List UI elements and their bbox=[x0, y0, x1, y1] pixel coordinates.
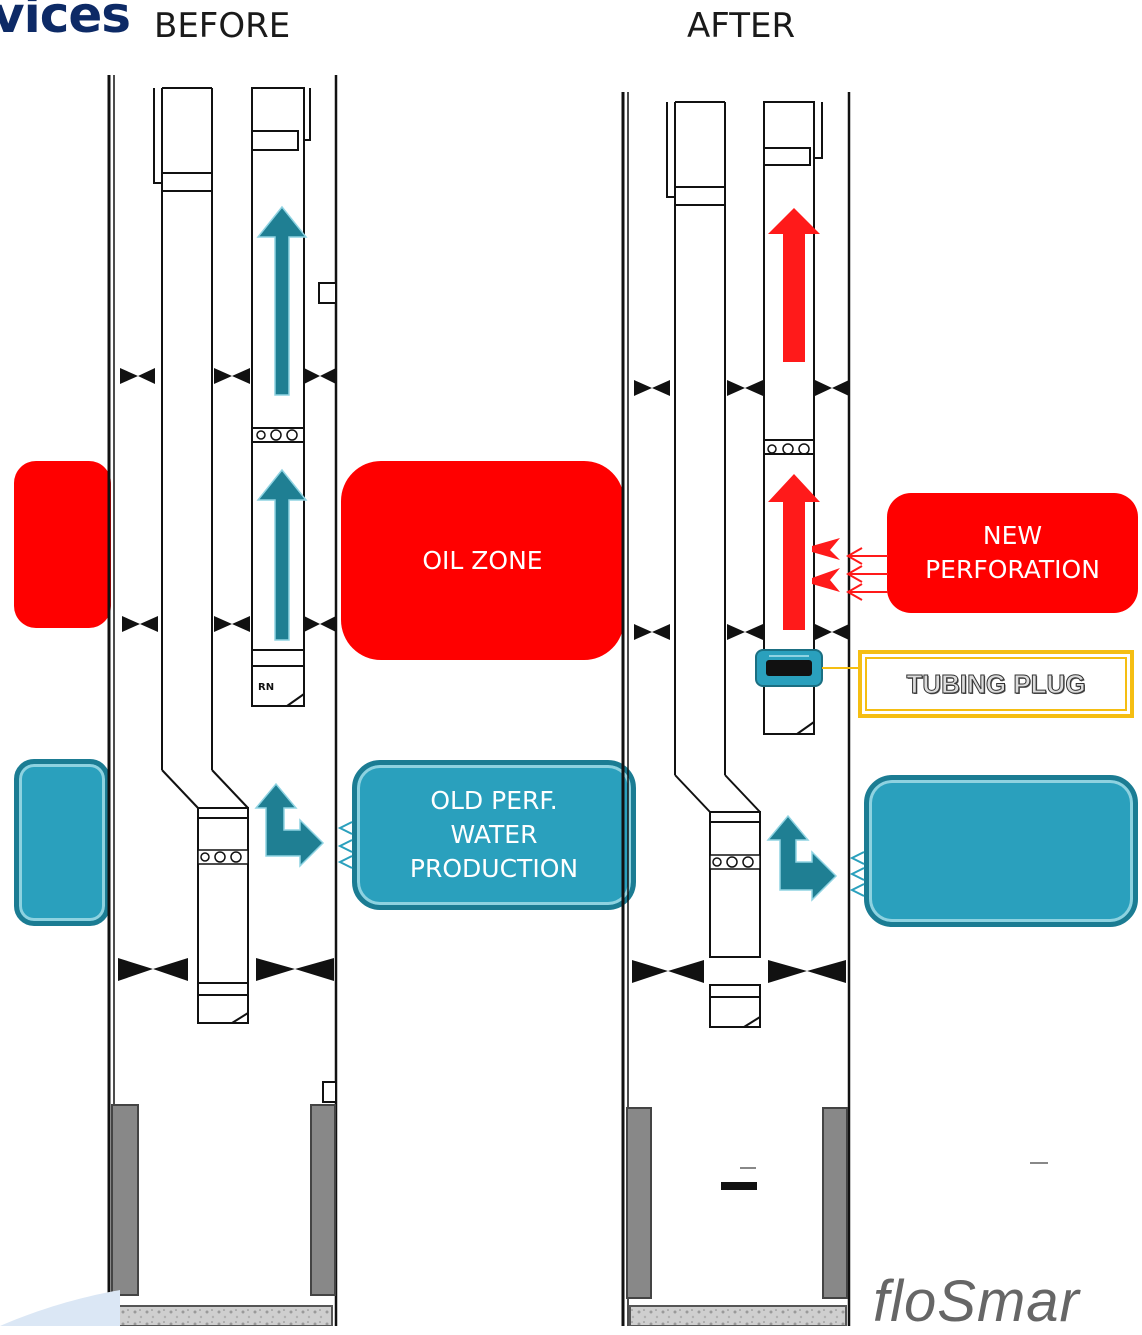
before-heading: BEFORE bbox=[154, 6, 291, 46]
before-packers bbox=[118, 368, 336, 981]
before-flow-arrows bbox=[254, 205, 325, 868]
after-well bbox=[621, 92, 1048, 1326]
after-sleeves bbox=[709, 443, 810, 870]
after-flow-arrows bbox=[768, 208, 820, 630]
oil-zone-label: OIL ZONE bbox=[422, 545, 543, 575]
slide-title-fragment: vices bbox=[0, 0, 131, 44]
new-perforation-chevrons bbox=[812, 538, 840, 592]
oil-zone-left-block bbox=[14, 461, 111, 628]
new-perforation-inflow-arrows bbox=[845, 547, 888, 601]
oil-zone-box: OIL ZONE bbox=[341, 461, 624, 660]
new-perforation-zone: NEW PERFORATION bbox=[887, 493, 1138, 613]
old-perf-water-zone: OLD PERF. WATER PRODUCTION bbox=[352, 760, 636, 910]
new-perf-label-line2: PERFORATION bbox=[925, 555, 1100, 584]
water-zone-after bbox=[864, 775, 1138, 927]
old-perf-label-line3: PRODUCTION bbox=[409, 854, 579, 883]
before-nipple-label: RN bbox=[258, 682, 274, 693]
after-inflow-chevrons bbox=[849, 851, 865, 897]
decorative-swoosh bbox=[0, 1290, 120, 1326]
tubing-plug-label: TUBING PLUG bbox=[858, 650, 1134, 718]
before-inflow-chevrons bbox=[337, 821, 353, 869]
after-heading: AFTER bbox=[687, 6, 796, 46]
before-sleeves bbox=[197, 429, 298, 865]
old-perf-label-line2: WATER bbox=[450, 820, 538, 849]
brand-logo-text: floSmar bbox=[873, 1269, 1080, 1334]
before-well bbox=[107, 75, 338, 1326]
new-perf-label-line1: NEW bbox=[982, 521, 1043, 550]
tubing-plug-icon bbox=[755, 649, 858, 687]
after-packers bbox=[632, 380, 849, 983]
old-perf-label-line1: OLD PERF. bbox=[430, 786, 558, 815]
after-water-flow-arrow bbox=[766, 814, 838, 902]
